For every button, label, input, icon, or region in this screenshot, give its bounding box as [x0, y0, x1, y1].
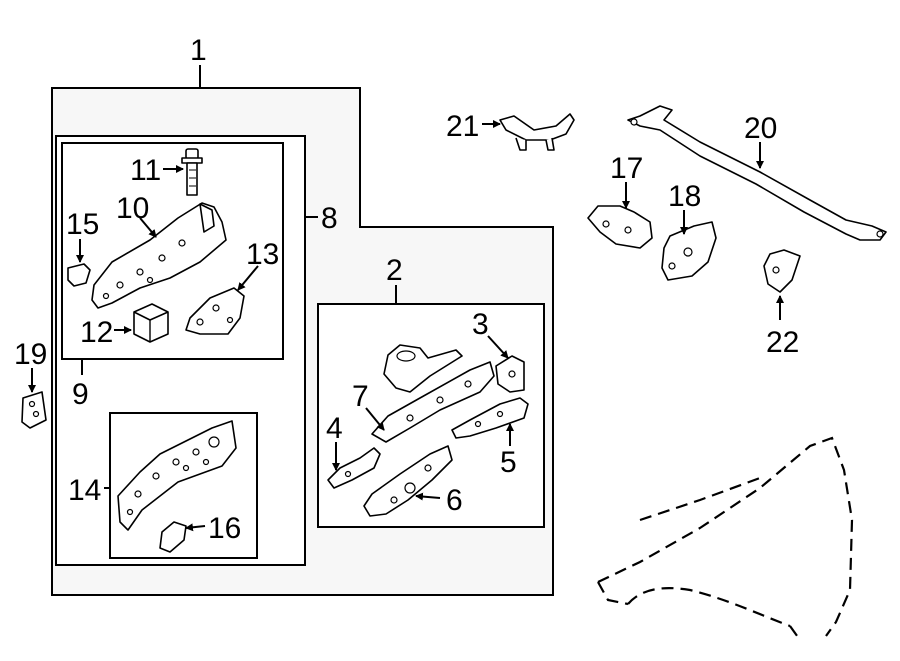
part-20-brace: [627, 105, 887, 241]
part-3-bracket: [495, 355, 525, 393]
callout-2: 2: [386, 254, 403, 287]
part-11-bolt: [181, 148, 203, 196]
assembly-14-box: [109, 412, 258, 559]
callout-22: 22: [766, 326, 799, 359]
callout-3: 3: [472, 308, 489, 341]
leader-13: [237, 265, 259, 291]
leader-7: [365, 407, 385, 431]
part-15-bracket: [67, 263, 91, 287]
callout-6: 6: [446, 484, 463, 517]
part-19-pad: [21, 391, 47, 429]
part-6-panel: [363, 445, 453, 517]
callout-1: 1: [190, 34, 207, 67]
callout-14: 14: [68, 474, 101, 507]
callout-11: 11: [130, 154, 161, 187]
leader-6: [415, 492, 441, 501]
part-13-bracket: [185, 287, 245, 335]
part-strut-tower: [383, 344, 463, 393]
callout-5: 5: [500, 446, 517, 479]
part-4-bracket: [327, 447, 381, 489]
part-12-block: [133, 303, 169, 343]
callout-10: 10: [116, 192, 149, 225]
callout-7: 7: [352, 380, 369, 413]
fender-outline: [597, 436, 854, 641]
callout-9: 9: [72, 378, 89, 411]
assembly-9-box: [61, 142, 284, 360]
callout-4: 4: [326, 412, 343, 445]
callout-21: 21: [446, 110, 479, 143]
callout-8: 8: [321, 202, 338, 235]
leader-10: [139, 217, 157, 238]
part-14-apron: [117, 420, 237, 531]
callout-18: 18: [668, 180, 701, 213]
callout-17: 17: [610, 152, 643, 185]
callout-13: 13: [246, 238, 279, 271]
callout-16: 16: [208, 512, 241, 545]
leader-3: [487, 335, 509, 359]
assembly-8-box: [55, 135, 306, 566]
part-21-bracket: [499, 113, 575, 151]
part-10-rail: [91, 202, 227, 309]
part-7-rail: [371, 361, 495, 443]
callout-20: 20: [744, 112, 777, 145]
callout-15: 15: [66, 208, 99, 241]
callout-19: 19: [14, 338, 47, 371]
leader-16: [185, 523, 206, 532]
part-17-bracket: [587, 205, 653, 249]
callout-12: 12: [80, 316, 113, 349]
part-5-rail: [451, 397, 529, 439]
part-18-bracket: [661, 221, 717, 281]
part-22-bracket: [763, 249, 801, 293]
